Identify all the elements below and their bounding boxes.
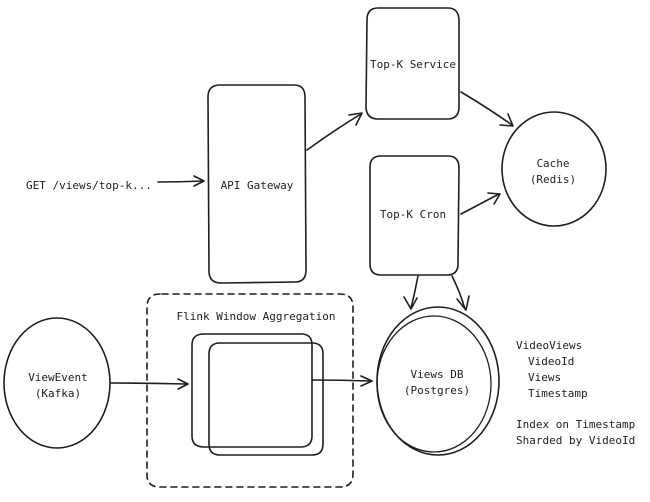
flink-label: Flink Window Aggregation [177, 310, 336, 323]
view-event-node: ViewEvent (Kafka) [3, 317, 111, 449]
cache-label-line2: (Redis) [530, 173, 576, 186]
topk-cron-label: Top-K Cron [380, 208, 446, 221]
topk-service-node: Top-K Service [365, 7, 460, 120]
schema-column: Timestamp [528, 387, 588, 400]
api-gateway-node: API Gateway [207, 84, 307, 284]
schema-column: VideoId [528, 355, 574, 368]
schema-note: Sharded by VideoId [516, 434, 635, 447]
cache-label-line1: Cache [536, 157, 569, 170]
arrow-view-event-to-flink [110, 378, 189, 390]
view-event-label-line2: (Kafka) [35, 387, 81, 400]
views-db-node: Views DB (Postgres) [376, 306, 500, 456]
arrow-flink-to-views-db [312, 375, 373, 387]
arrow-gateway-to-topk-service [306, 112, 363, 151]
arrow-topk-cron-to-views-db-left [403, 275, 419, 310]
arrow-topk-service-to-cache [460, 91, 514, 127]
flink-operator-back [191, 333, 313, 448]
request-label: GET /views/top-k... [26, 179, 152, 192]
schema-note: Index on Timestamp [516, 418, 635, 431]
arrow-request-to-gateway [157, 175, 205, 187]
schema-column: Views [528, 371, 561, 384]
arrow-topk-cron-to-views-db-right [451, 275, 470, 311]
arrow-topk-cron-to-cache [460, 192, 501, 215]
topk-cron-node: Top-K Cron [369, 155, 460, 276]
views-db-label-line1: Views DB [411, 368, 464, 381]
schema-block: VideoViews VideoId Views Timestamp Index… [516, 339, 635, 447]
flink-window-group: Flink Window Aggregation [146, 293, 354, 488]
topk-service-label: Top-K Service [370, 58, 456, 71]
api-gateway-label: API Gateway [221, 179, 294, 192]
cache-node: Cache (Redis) [501, 111, 607, 227]
schema-table-name: VideoViews [516, 339, 582, 352]
views-db-label-line2: (Postgres) [404, 384, 470, 397]
view-event-label-line1: ViewEvent [28, 371, 88, 384]
flink-operator-front [208, 342, 324, 456]
